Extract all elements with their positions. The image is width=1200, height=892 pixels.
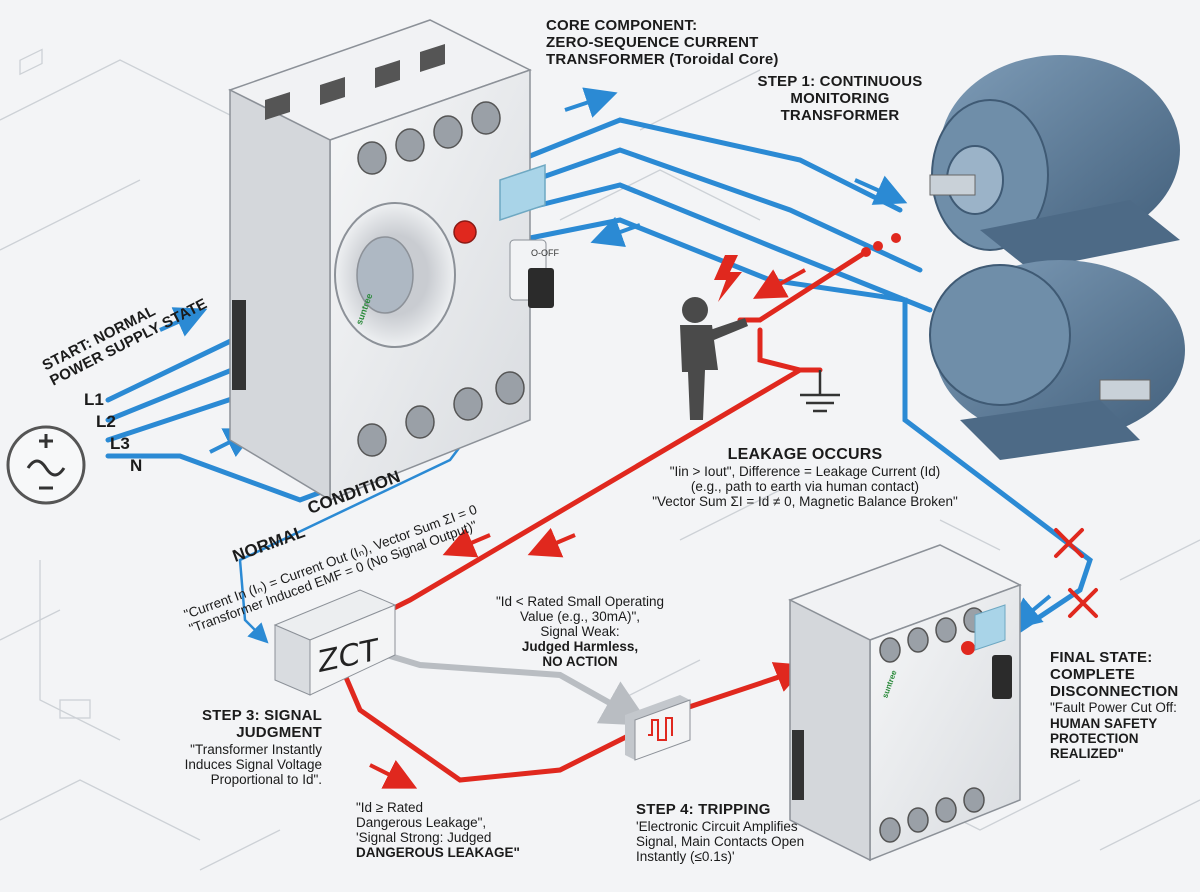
- final-bold-2: PROTECTION: [1050, 730, 1139, 746]
- leakage-text-2: (e.g., path to earth via human contact): [690, 479, 920, 495]
- output-lines: [517, 117, 1093, 633]
- harmless-text-2: Value (e.g., 30mA)",: [519, 609, 641, 625]
- rcd-switch-label: O-OFF: [531, 248, 559, 258]
- person-icon: [680, 297, 748, 420]
- background-grid: [0, 48, 1200, 871]
- step3-text-1: "Transformer Instantly: [190, 741, 322, 757]
- step3-heading-1: STEP 3: SIGNAL: [201, 707, 322, 724]
- ac-source-icon: [6, 425, 86, 505]
- final-bold-3: REALIZED": [1050, 745, 1124, 761]
- dangerous-text-3: 'Signal Strong: Judged: [356, 830, 492, 846]
- rcd-main-device: [228, 19, 554, 502]
- harmless-bold-2: NO ACTION: [542, 654, 618, 670]
- final-heading-2: COMPLETE: [1050, 665, 1135, 683]
- core-line-3: TRANSFORMER (Toroidal Core): [546, 50, 779, 68]
- final-bold-1: HUMAN SAFETY: [1050, 715, 1158, 731]
- line-label-l1: L1: [84, 390, 104, 409]
- core-component-label: CORE COMPONENT: ZERO-SEQUENCE CURRENT TR…: [546, 17, 779, 68]
- step3-text-3: Proportional to Id".: [210, 771, 322, 787]
- out-line-3: [517, 182, 933, 313]
- harmless-label: "Id < Rated Small Operating Value (e.g.,…: [470, 594, 690, 670]
- line-label-l3: L3: [110, 434, 130, 453]
- final-heading-1: FINAL STATE:: [1050, 649, 1153, 666]
- harmless-bold-1: Judged Harmless,: [521, 639, 639, 655]
- ground-icon: [800, 370, 840, 413]
- zct-box: [273, 589, 397, 696]
- motor-top: [929, 55, 1180, 270]
- step4-heading: STEP 4: TRIPPING: [636, 801, 771, 818]
- motor-bottom: [929, 260, 1185, 460]
- leakage-path: [342, 249, 869, 783]
- harmless-text-3: Signal Weak:: [540, 624, 620, 640]
- step1-line-2: MONITORING: [790, 89, 890, 107]
- final-heading-3: DISCONNECTION: [1050, 682, 1179, 700]
- leakage-heading: LEAKAGE OCCURS: [727, 446, 883, 463]
- core-line-1: CORE COMPONENT:: [546, 17, 698, 34]
- step1-label: STEP 1: CONTINUOUS MONITORING TRANSFORME…: [740, 73, 940, 124]
- relay-box: [625, 695, 691, 761]
- step3-heading-2: JUDGMENT: [236, 723, 322, 741]
- core-line-2: ZERO-SEQUENCE CURRENT: [546, 33, 759, 51]
- out-line-1: [517, 117, 903, 213]
- step1-line-1: STEP 1: CONTINUOUS: [757, 73, 923, 90]
- fault-x-marks: [1054, 528, 1098, 618]
- line-label-n: N: [130, 456, 143, 475]
- leakage-text-1: "Iin > Iout", Difference = Leakage Curre…: [669, 463, 941, 479]
- dangerous-label: "Id ≥ Rated Dangerous Leakage", 'Signal …: [356, 800, 520, 860]
- final-state-label: FINAL STATE: COMPLETE DISCONNECTION "Fau…: [1050, 649, 1179, 761]
- line-label-l2: L2: [96, 412, 116, 431]
- step4-text-2: Signal, Main Contacts Open: [636, 833, 805, 849]
- step3-text-2: Induces Signal Voltage: [184, 756, 322, 772]
- flow-arrows-output: [564, 87, 1052, 631]
- step3-label: STEP 3: SIGNAL JUDGMENT "Transformer Ins…: [150, 707, 322, 787]
- lightning-icon: [714, 255, 742, 302]
- dangerous-bold: DANGEROUS LEAKAGE": [356, 845, 520, 861]
- leakage-text-3: "Vector Sum ΣI = Id ≠ 0, Magnetic Balanc…: [652, 494, 958, 510]
- step4-text-3: Instantly (≤0.1s)': [636, 849, 735, 865]
- rcd-tripped-device: [788, 544, 1022, 862]
- step1-line-3: TRANSFORMER: [780, 106, 900, 124]
- out-line-4: [517, 217, 1093, 633]
- out-line-2: [517, 147, 923, 273]
- leakage-label: LEAKAGE OCCURS "Iin > Iout", Difference …: [610, 446, 1000, 509]
- step4-label: STEP 4: TRIPPING 'Electronic Circuit Amp…: [636, 801, 805, 865]
- dangerous-text-2: Dangerous Leakage",: [356, 815, 487, 831]
- step4-text-1: 'Electronic Circuit Amplifies: [636, 818, 798, 834]
- harmless-text-1: "Id < Rated Small Operating: [495, 594, 664, 609]
- leakage-arrows: [369, 268, 808, 789]
- dangerous-text-1: "Id ≥ Rated: [356, 800, 423, 815]
- signal-path: [369, 647, 651, 726]
- final-text-1: "Fault Power Cut Off:: [1050, 700, 1177, 716]
